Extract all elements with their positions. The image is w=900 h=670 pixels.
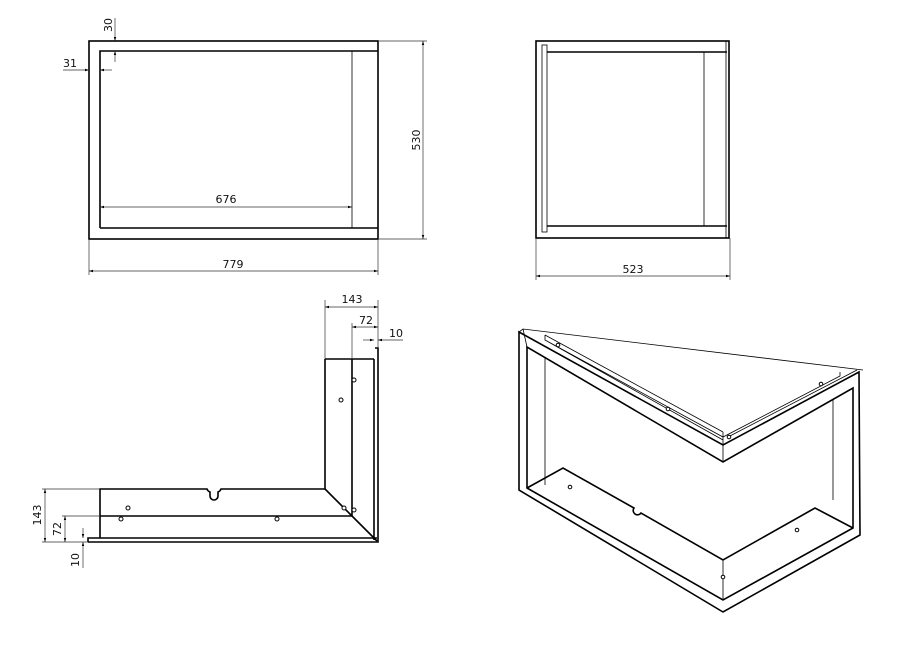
side-outer xyxy=(535,40,730,239)
side-view: 523 xyxy=(535,40,731,280)
plan-flange-bottom xyxy=(87,537,377,542)
dim-left-mid: 72 xyxy=(51,522,64,536)
dim-left-total: 143 xyxy=(31,505,44,526)
dim-left-flange: 10 xyxy=(69,553,82,567)
isometric-view xyxy=(518,328,864,613)
plan-outer-edge xyxy=(88,347,379,543)
ext-lines-530 xyxy=(378,40,427,240)
ext-lines-523 xyxy=(535,238,731,280)
front-view: 676 779 530 30 31 xyxy=(63,18,427,275)
dim-width: 779 xyxy=(223,258,244,271)
dim-depth: 523 xyxy=(623,263,644,276)
ext-lines-779 xyxy=(88,239,379,275)
dim-top-flange: 10 xyxy=(389,327,403,340)
plan-view: 143 72 10 143 72 10 xyxy=(31,293,403,568)
iso-inner-frame xyxy=(526,345,854,601)
dim-top-mid: 72 xyxy=(359,314,373,327)
iso-floor xyxy=(526,467,854,561)
dim-height: 530 xyxy=(410,130,423,151)
iso-holes xyxy=(555,342,824,580)
iso-back-edges xyxy=(544,357,834,600)
side-inner-lines xyxy=(547,51,727,227)
iso-top-flange xyxy=(544,334,858,462)
front-outer-frame xyxy=(88,40,379,240)
side-flange-strip xyxy=(541,44,548,233)
plan-top-ext-lines xyxy=(324,300,379,359)
plan-left-arm xyxy=(99,488,352,538)
dim-inner-width: 676 xyxy=(216,193,237,206)
plan-right-arm xyxy=(324,358,374,516)
dim-frame-side: 31 xyxy=(63,57,77,70)
dim-top-total: 143 xyxy=(342,293,363,306)
front-inner-frame xyxy=(99,50,378,229)
iso-frame-edge xyxy=(518,328,864,371)
dim-frame-top: 30 xyxy=(102,18,115,32)
plan-corner-diagonal xyxy=(324,488,378,542)
mounting-holes xyxy=(118,377,357,522)
